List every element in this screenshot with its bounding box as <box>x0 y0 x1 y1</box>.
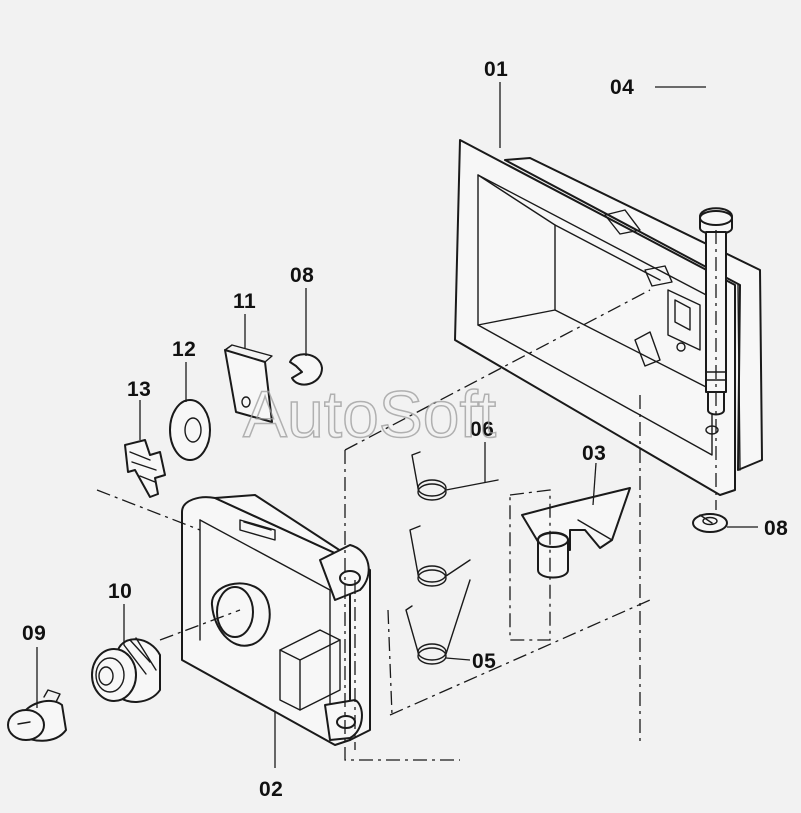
label-11: 11 <box>233 290 256 313</box>
label-05: 05 <box>472 650 496 673</box>
part-01-frame <box>454 139 763 496</box>
label-03: 03 <box>582 442 606 465</box>
part-06-spring-upper <box>411 451 499 501</box>
part-11-plate <box>224 344 273 423</box>
label-09: 09 <box>22 622 46 645</box>
part-10-cylinder <box>91 637 161 703</box>
part-03-latch <box>521 487 631 579</box>
label-01: 01 <box>484 58 508 81</box>
label-12: 12 <box>172 338 196 361</box>
watermark: AutoSoft <box>243 377 496 451</box>
part-12-washer <box>169 399 211 461</box>
label-04: 04 <box>610 76 634 99</box>
assembly-centerlines <box>96 230 717 761</box>
part-labels: 01 04 08 03 06 05 02 10 09 11 08 12 13 <box>22 58 788 801</box>
part-02-housing <box>181 494 371 746</box>
label-08-left: 08 <box>290 264 314 287</box>
part-13-clip <box>124 439 166 498</box>
part-05-springs-lower <box>405 525 471 665</box>
leader-lines <box>36 82 758 768</box>
label-06: 06 <box>470 418 494 441</box>
part-08-e-clip-left <box>289 353 323 386</box>
part-09-barrel <box>7 689 67 742</box>
label-10: 10 <box>108 580 132 603</box>
label-08-right: 08 <box>764 517 788 540</box>
part-08-e-clip-right <box>692 513 728 533</box>
label-02: 02 <box>259 778 283 801</box>
label-13: 13 <box>127 378 151 401</box>
